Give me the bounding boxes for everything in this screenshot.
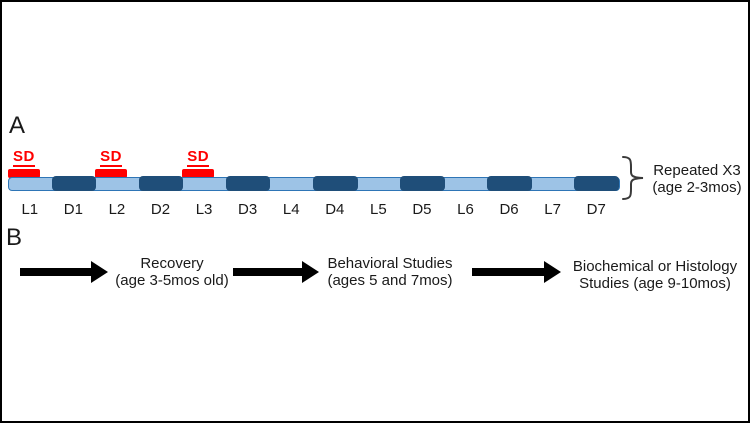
sd-label: SD [12, 148, 35, 167]
repeat-note-line1: Repeated X3 [653, 162, 741, 179]
arrow-head [91, 261, 108, 283]
step-recovery-line1: Recovery [140, 255, 204, 272]
light-dark-cycle-bar [8, 176, 620, 191]
arrow-head [302, 261, 319, 283]
sleep-deprivation-marker: SD [182, 148, 215, 178]
dark-phase-segment [313, 176, 358, 191]
step-behavioral-line1: Behavioral Studies [327, 255, 453, 272]
segment-label-D4: D4 [325, 201, 345, 218]
segment-label-L7: L7 [544, 201, 561, 218]
segment-label-L2: L2 [108, 201, 126, 218]
sd-label: SD [100, 148, 122, 167]
segment-label-D7: D7 [586, 201, 606, 218]
segment-label-D5: D5 [412, 201, 432, 218]
step-recovery: Recovery (age 3-5mos old) [105, 255, 239, 289]
segment-label-D2: D2 [150, 201, 171, 218]
segment-label-D3: D3 [238, 201, 258, 218]
dark-phase-segment [487, 176, 532, 191]
segment-label-D6: D6 [499, 201, 519, 218]
arrow-head [544, 261, 561, 283]
step-behavioral-studies: Behavioral Studies (ages 5 and 7mos) [320, 255, 460, 289]
sd-label: SD [187, 148, 210, 167]
repeat-note: Repeated X3 (age 2-3mos) [647, 162, 747, 196]
arrow-shaft [472, 268, 545, 276]
arrow-icon [233, 261, 319, 283]
panel-a-label: A [9, 112, 26, 139]
segment-label-L1: L1 [21, 201, 39, 218]
dark-phase-segment [138, 176, 184, 191]
step-recovery-line2: (age 3-5mos old) [115, 272, 229, 289]
dark-phase-segment [574, 176, 619, 191]
repeat-note-line2: (age 2-3mos) [652, 179, 742, 196]
segment-label-L4: L4 [282, 201, 300, 218]
curly-brace-icon [622, 156, 644, 200]
step-biochemical-line2: Studies (age 9-10mos) [579, 275, 731, 292]
dark-phase-segment [51, 176, 97, 191]
segment-label-L3: L3 [195, 201, 213, 218]
sleep-deprivation-marker: SD [8, 148, 40, 178]
arrow-icon [20, 261, 108, 283]
arrow-shaft [233, 268, 303, 276]
arrow-shaft [20, 268, 92, 276]
sd-bar [182, 169, 215, 178]
sd-bar [8, 169, 40, 178]
step-biochemical-line1: Biochemical or Histology [572, 258, 738, 275]
panel-b-label: B [6, 224, 23, 251]
segment-label-D1: D1 [63, 201, 83, 218]
dark-phase-segment [400, 176, 445, 191]
step-behavioral-line2: (ages 5 and 7mos) [327, 272, 453, 289]
arrow-icon [472, 261, 561, 283]
segment-label-L6: L6 [457, 201, 474, 218]
sleep-deprivation-marker: SD [95, 148, 127, 178]
sd-bar [95, 169, 127, 178]
step-biochemical-histology: Biochemical or Histology Studies (age 9-… [564, 258, 746, 292]
dark-phase-segment [225, 176, 271, 191]
segment-label-L5: L5 [370, 201, 387, 218]
